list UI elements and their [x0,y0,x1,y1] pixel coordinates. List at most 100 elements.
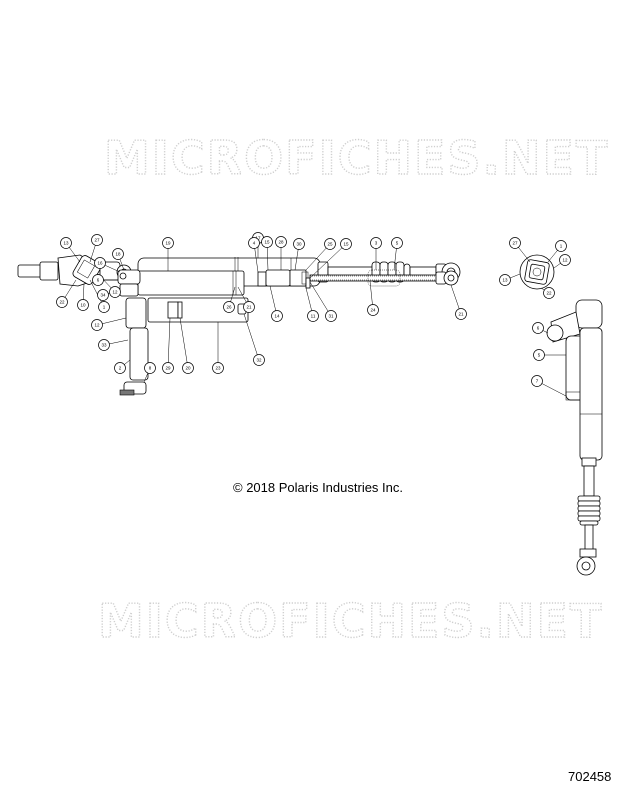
callout-label: 5 [396,241,399,246]
callout-circle [367,304,379,316]
callout-circle [91,319,103,331]
callout-c34: 34 [97,289,109,301]
callout-c27b: 27 [509,237,521,249]
callout-label: 24 [370,308,376,313]
callout-label: 1 [103,305,106,310]
callout-c11: 11 [307,310,319,322]
bearing-cap-detail [519,254,555,290]
watermark-bottom: MICROFICHES.NET [98,594,603,648]
callout-circle [182,362,194,374]
callout-c1b: 1 [555,240,567,252]
callout-circle [509,237,521,249]
callout-label: 25 [327,242,333,247]
callout-c7: 7 [531,375,543,387]
callout-c31: 31 [325,310,337,322]
exploded-internals [117,269,459,396]
callout-label: 30 [296,242,302,247]
callout-label: 3 [375,241,378,246]
callout-circle [324,238,336,250]
callout-c22a: 22 [56,296,68,308]
callout-label: 22 [59,300,65,305]
leader-line [309,243,347,279]
callout-label: 34 [100,293,106,298]
callout-circle [543,287,555,299]
callout-circle [253,354,265,366]
callout-c19: 19 [162,237,174,249]
callout-c18a: 18 [112,248,124,260]
callout-c15a: 15 [261,236,273,248]
leader-line [305,243,331,271]
callout-c21a: 21 [243,301,255,313]
callout-c30: 30 [293,238,305,250]
callout-circle [499,274,511,286]
callout-circle [56,296,68,308]
callout-label: 1 [560,244,563,249]
callout-c26a: 26 [223,301,235,313]
callout-label: 22 [546,291,552,296]
callout-circle [531,375,543,387]
callout-c10a: 10 [77,299,89,311]
callout-c3: 3 [370,237,382,249]
callout-c24: 24 [367,304,379,316]
callout-label: 23 [215,366,221,371]
callout-circle [109,286,121,298]
callout-circle [391,237,403,249]
callout-c21b: 21 [455,308,467,320]
callout-c32: 32 [253,354,265,366]
callout-label: 15 [264,240,270,245]
callout-c29: 29 [162,362,174,374]
callout-label: 20 [185,366,191,371]
callout-c2: 2 [114,362,126,374]
callout-c15b: 15 [340,238,352,250]
callout-circle [162,362,174,374]
callout-c12b: 12 [559,254,571,266]
callout-circle [261,236,273,248]
callout-label: 17 [255,236,261,241]
leader-line [179,317,189,369]
callout-label: 8 [149,366,152,371]
callout-label: 11 [311,314,316,319]
callout-circle [271,310,283,322]
callout-circle [275,236,287,248]
callout-label: 26 [226,305,232,310]
leader-line [243,313,260,361]
callout-circle [293,238,305,250]
callout-label: 27 [94,238,100,243]
callout-c33: 33 [98,339,110,351]
callout-circle [243,301,255,313]
callout-c28: 28 [275,236,287,248]
callout-label: 2 [119,366,122,371]
callout-c5a: 5 [391,237,403,249]
callout-circle [532,322,544,334]
callout-circle [370,237,382,249]
callout-label: 7 [536,379,539,384]
callout-label: 16 [97,261,103,266]
callout-circle [98,301,110,313]
callout-c20: 20 [182,362,194,374]
callout-circle [455,308,467,320]
callout-label: 5 [538,353,541,358]
leader-line [309,281,332,317]
callout-c5b: 5 [533,349,545,361]
callout-label: 10 [80,303,86,308]
callout-circle [162,237,174,249]
callout-c6b: 6 [532,322,544,334]
callout-c4: 4 [248,237,260,249]
callout-c14: 14 [271,310,283,322]
copyright-notice: © 2018 Polaris Industries Inc. [233,480,403,495]
callout-circle [144,362,156,374]
callout-label: 13 [502,278,508,283]
callout-circle [91,234,103,246]
callout-circle [94,257,106,269]
callout-circle [98,339,110,351]
callout-c12c: 12 [91,319,103,331]
callout-label: 6 [97,278,100,283]
callout-c12a: 12 [109,286,121,298]
figure-number: 702458 [568,769,611,784]
callout-c22b: 22 [543,287,555,299]
callout-c27a: 27 [91,234,103,246]
callout-label: 33 [101,343,107,348]
callout-label: 12 [562,258,568,263]
callout-circle [340,238,352,250]
